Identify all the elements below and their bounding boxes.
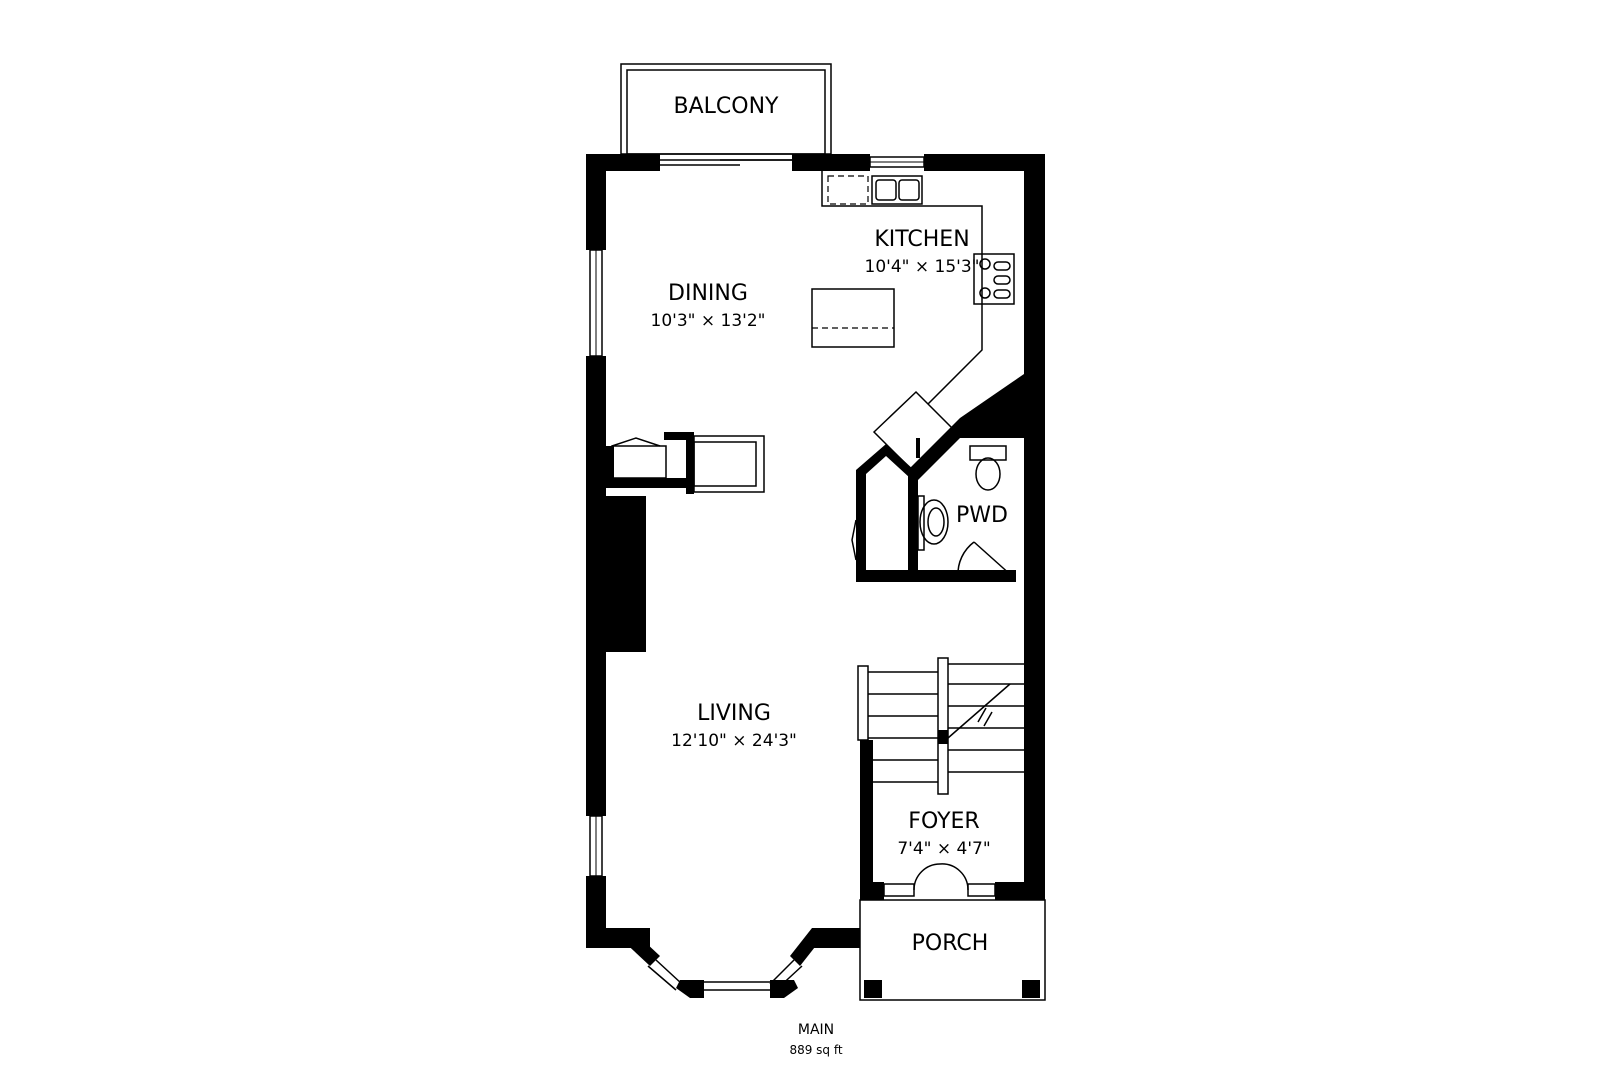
stairs — [857, 657, 1024, 795]
room-label-pwd: PWD — [956, 503, 1008, 528]
powder-room-fixtures — [917, 445, 1013, 577]
floor-area: 889 sq ft — [789, 1043, 842, 1057]
room-label-porch: PORCH — [912, 931, 989, 956]
balcony — [620, 63, 832, 155]
room-label-balcony: BALCONY — [674, 94, 780, 119]
room-dims-foyer: 7'4" × 4'7" — [897, 839, 990, 859]
room-dims-dining: 10'3" × 13'2" — [651, 311, 766, 331]
room-label-living: LIVING — [697, 701, 771, 726]
windows — [589, 156, 925, 877]
front-door — [883, 863, 996, 897]
room-label-dining: DINING — [668, 281, 748, 306]
porch — [859, 882, 1046, 1001]
room-label-foyer: FOYER — [908, 809, 979, 834]
room-label-kitchen: KITCHEN — [874, 227, 969, 252]
interior-walls — [606, 374, 1024, 582]
floor-name: MAIN — [798, 1022, 834, 1038]
room-dims-living: 12'10" × 24'3" — [671, 731, 797, 751]
exterior-walls — [586, 154, 1045, 948]
room-dims-kitchen: 10'4" × 15'3" — [865, 257, 980, 277]
bay-window — [620, 928, 822, 998]
